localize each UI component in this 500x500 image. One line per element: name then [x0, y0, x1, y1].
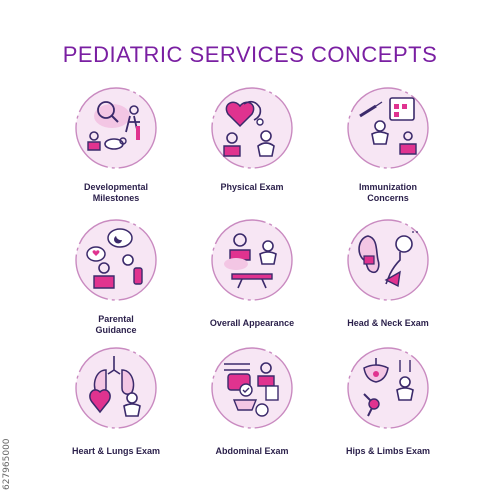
concept-physical-exam: Physical Exam: [180, 86, 320, 206]
concept-label-line-1: Abdominal Exam: [215, 446, 289, 456]
concept-heart-lungs-exam: Heart & Lungs Exam: [44, 346, 184, 466]
concept-label: Head & Neck Exam: [316, 318, 460, 329]
concept-label: Heart & Lungs Exam: [44, 446, 188, 457]
concept-label: Hips & Limbs Exam: [316, 446, 460, 457]
concept-overall-appearance: Overall Appearance: [180, 218, 320, 338]
side-id: 627965000: [2, 438, 12, 490]
concept-developmental-milestones: Developmental Milestones: [44, 86, 184, 206]
lungs-heart-baby-icon: [74, 346, 158, 430]
concept-label: Immunization Concerns: [316, 182, 460, 204]
concept-abdominal-exam: Abdominal Exam: [180, 346, 320, 466]
concept-label-line-1: Hips & Limbs Exam: [345, 446, 431, 456]
concept-label-line-1: Developmental: [83, 182, 149, 192]
concept-label-line-1: Physical Exam: [220, 182, 284, 192]
concept-hips-limbs-exam: Hips & Limbs Exam: [316, 346, 456, 466]
child-crawling-doctor-icon: [74, 86, 158, 170]
parent-baby-bottle-icon: [74, 218, 158, 302]
side-id-strip: 627965000: [0, 380, 14, 500]
concept-label-line-2: Milestones: [92, 193, 140, 203]
concept-head-neck-exam: Head & Neck Exam: [316, 218, 456, 338]
concept-label: Physical Exam: [180, 182, 324, 193]
abdomen-diaper-doctor-icon: [210, 346, 294, 430]
page-title: PEDIATRIC SERVICES CONCEPTS: [62, 42, 438, 67]
heart-stethoscope-baby-icon: [210, 86, 294, 170]
syringe-calendar-baby-icon: [346, 86, 430, 170]
concept-label: Abdominal Exam: [180, 446, 324, 457]
concept-label: Overall Appearance: [180, 318, 324, 329]
concept-label-line-1: Head & Neck Exam: [347, 318, 429, 328]
concept-label-line-2: Concerns: [367, 193, 409, 203]
concept-immunization-concerns: Immunization Concerns: [316, 86, 456, 206]
pelvis-baby-joint-icon: [346, 346, 430, 430]
concept-label-line-1: Overall Appearance: [209, 318, 295, 328]
concept-label-line-2: Guidance: [95, 325, 137, 335]
concept-parental-guidance: Parental Guidance: [44, 218, 184, 338]
concept-label-line-1: Parental: [98, 314, 134, 324]
ear-head-profile-icon: [346, 218, 430, 302]
concept-label-line-1: Immunization: [359, 182, 417, 192]
concept-label: Parental Guidance: [44, 314, 188, 336]
concept-label-line-1: Heart & Lungs Exam: [71, 446, 161, 456]
doctor-baby-scale-icon: [210, 218, 294, 302]
concept-label: Developmental Milestones: [44, 182, 188, 204]
